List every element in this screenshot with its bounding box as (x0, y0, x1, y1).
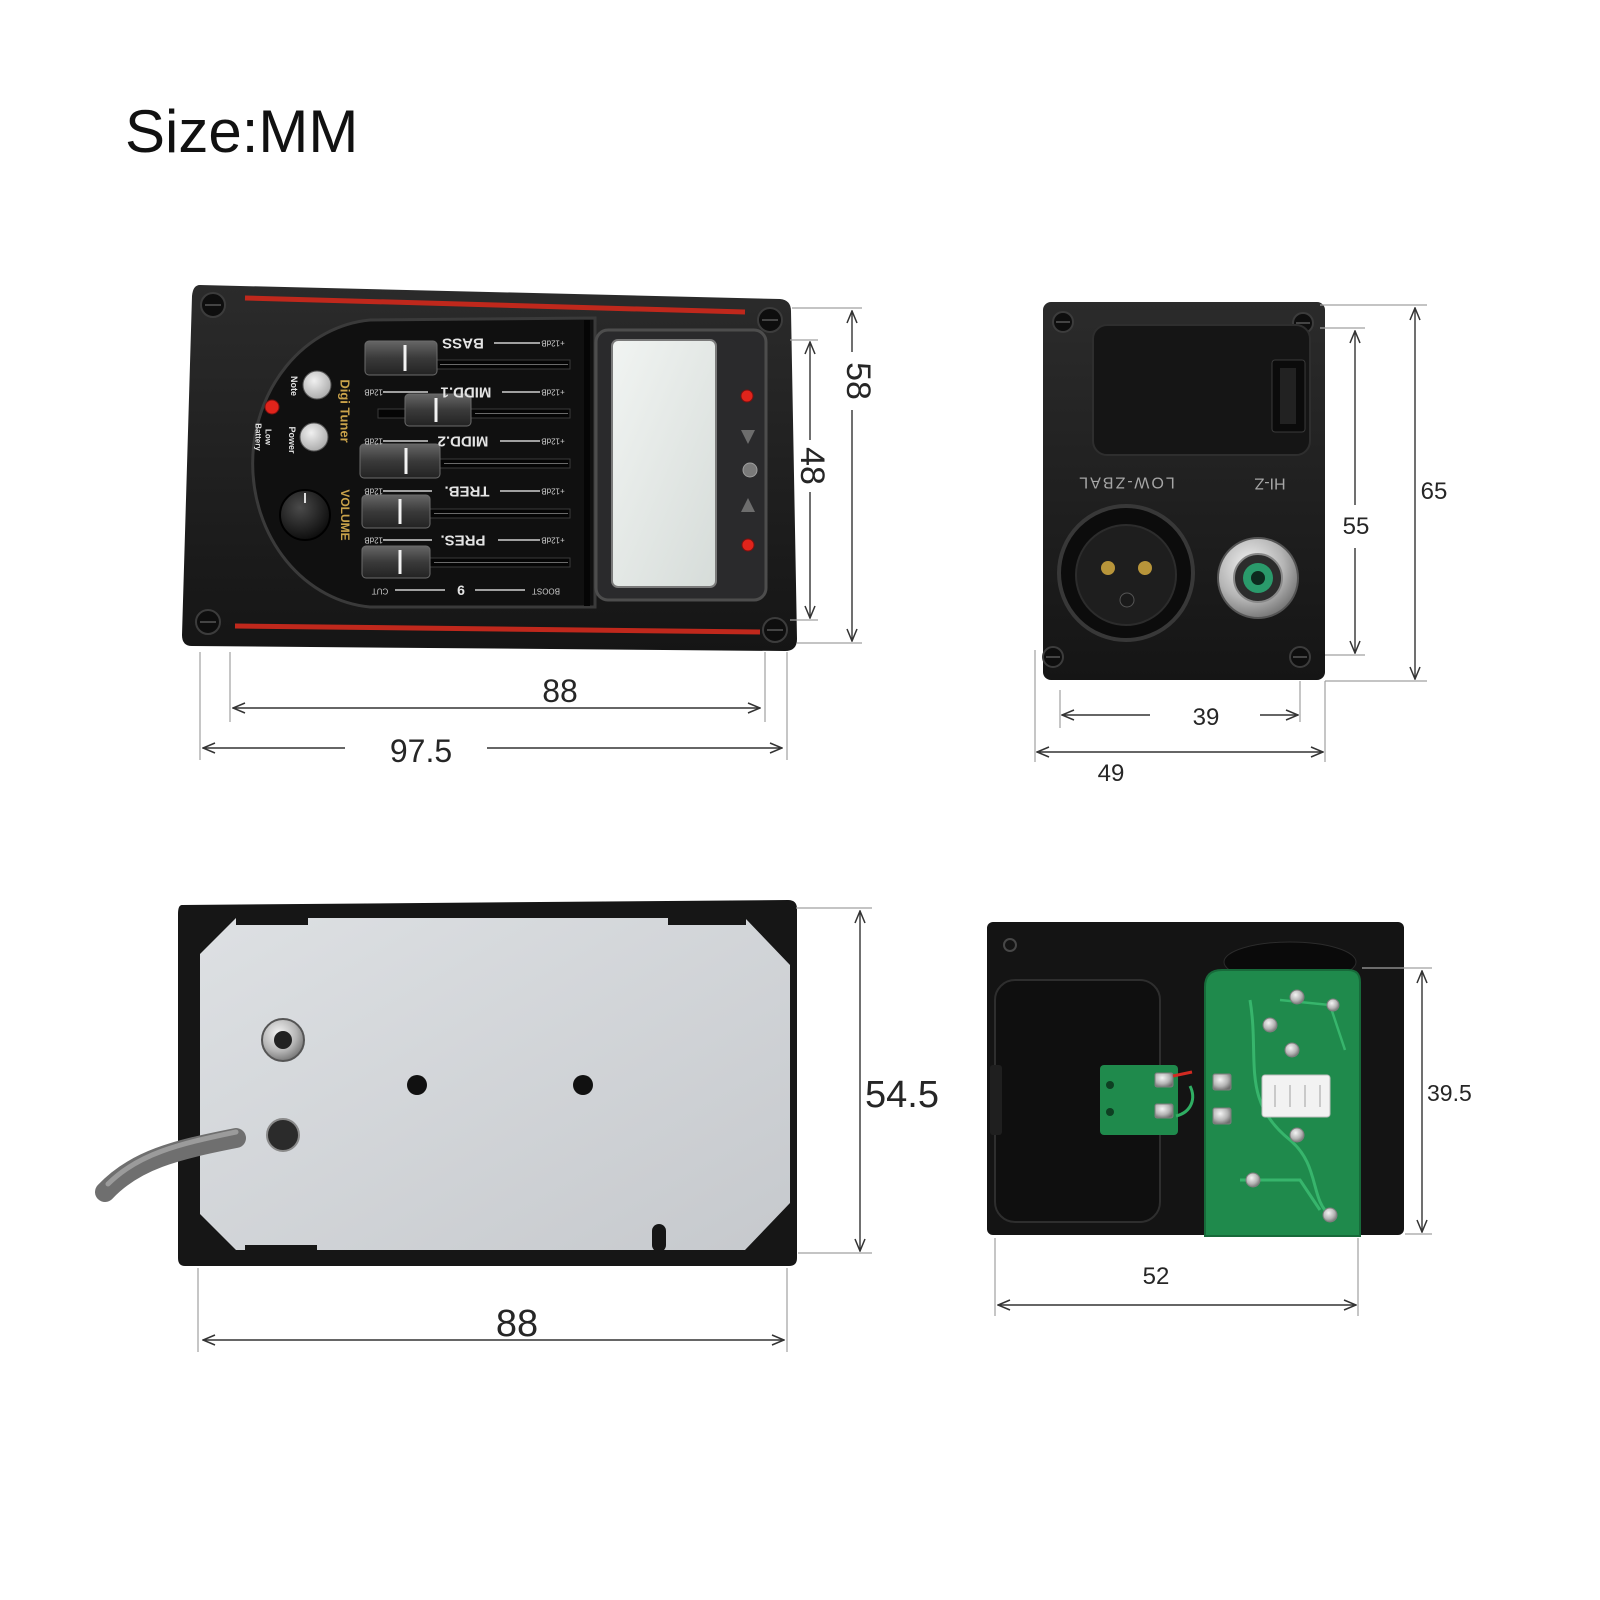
screw-icon (757, 307, 783, 333)
slider-row-treb: TREB. -12dB +12dB (361, 483, 571, 529)
frame-tab (236, 905, 308, 925)
front-outer-height-label: 58 (839, 362, 877, 400)
jack-outer-height-label: 65 (1421, 478, 1448, 505)
battery-box-width-label: 52 (1143, 1263, 1170, 1290)
jack-inner-height-label: 55 (1343, 513, 1370, 540)
cut-label: CUT (372, 587, 389, 596)
red-trim-top (244, 295, 746, 315)
screw-icon (195, 609, 221, 635)
boost-label: BOOST (532, 587, 560, 596)
power-label: Power (287, 426, 297, 454)
back-panel-view (95, 900, 797, 1266)
triangle-up-icon (741, 498, 755, 512)
low-battery-label-line1: Low (264, 429, 273, 446)
bass-slider-knob (364, 340, 438, 376)
battery-door-latch (1271, 359, 1306, 433)
mounting-hole (573, 1075, 593, 1095)
mounting-hole (407, 1075, 427, 1095)
battery-door (1092, 324, 1311, 456)
hi-z-label: HI-Z (1254, 475, 1285, 492)
tuner-lcd-screen (611, 339, 717, 588)
midd1-slider-knob (404, 393, 472, 427)
db-plus-label: +12dB (541, 536, 564, 545)
front-panel-view: Note Power Low Battery Digi Tuner VOLUME… (182, 285, 797, 651)
low-battery-led (264, 399, 280, 415)
battery-box-back-view (987, 922, 1404, 1237)
front-inner-width-label: 88 (542, 673, 578, 709)
back-width-label: 88 (496, 1303, 538, 1345)
flat-led-icon (740, 389, 754, 403)
battery-holder-lip (990, 1065, 1002, 1135)
battery-box-height-label: 39.5 (1427, 1080, 1472, 1106)
cable-hole (266, 1118, 300, 1152)
db-plus-label: +12dB (541, 437, 564, 446)
slider-label: MIDD.1 (441, 384, 492, 401)
sharp-led-icon (741, 538, 755, 552)
screw-icon (1052, 311, 1074, 333)
slider-label: PRES. (440, 532, 485, 549)
db-minus-label: -12dB (364, 487, 385, 496)
back-mounting-plate (200, 918, 790, 1250)
slider-row-midd1: MIDD.1 -12dB +12dB (364, 384, 571, 427)
back-panel-dimensions: 54.5 88 (197, 907, 939, 1352)
db-minus-label: -12dB (364, 536, 385, 545)
power-button (299, 422, 329, 452)
volume-knob (279, 489, 331, 541)
front-inner-height-label: 48 (793, 447, 831, 485)
slider-row-midd2: MIDD.2 -12dB +12dB (359, 433, 571, 479)
slider-row-bass: BASS +12dB (364, 335, 571, 376)
db-plus-label: +12dB (541, 339, 564, 348)
jack-panel-view: HI-Z LOW-ZBAL (1042, 302, 1325, 680)
front-panel-dimensions: 88 97.5 58 48 (199, 307, 877, 769)
xlr-jack-icon (1057, 504, 1195, 642)
front-outer-width-label: 97.5 (390, 733, 452, 769)
jack-outer-width-label: 49 (1098, 760, 1125, 787)
note-label: Note (289, 376, 299, 396)
plate-notch (652, 1224, 666, 1252)
slider-label: MIDD.2 (438, 433, 489, 450)
boost-cut-row: 6 BOOST CUT (372, 582, 560, 598)
bottom-row-label: 6 (457, 582, 465, 598)
slider-row-pres: PRES. -12dB +12dB (361, 532, 571, 579)
low-z-label: LOW-ZBAL (1077, 474, 1175, 491)
page-title: Size:MM (125, 98, 358, 165)
tuner-label: Digi Tuner (338, 379, 353, 442)
slider-divider (584, 320, 590, 606)
pres-slider-knob (361, 545, 431, 579)
preamp-circuit-board (1204, 969, 1361, 1237)
connector-header (1261, 1074, 1331, 1118)
midd2-slider-knob (359, 443, 441, 479)
db-plus-label: +12dB (541, 487, 564, 496)
red-trim-bottom (234, 623, 761, 635)
note-button (302, 370, 332, 400)
mounting-hole (1003, 938, 1017, 952)
db-minus-label: -12dB (364, 437, 385, 446)
in-tune-indicator-icon (742, 462, 758, 478)
volume-label: VOLUME (338, 489, 352, 540)
quarter-inch-jack-icon (1217, 537, 1299, 619)
low-battery-label-line2: Battery (254, 423, 263, 451)
battery-contact-board (1100, 1065, 1195, 1135)
treb-slider-knob (361, 494, 431, 529)
slider-label: BASS (442, 335, 484, 352)
db-minus-label: -12dB (364, 388, 385, 397)
screw-icon (200, 292, 226, 318)
frame-tab (668, 905, 746, 925)
triangle-down-icon (741, 430, 755, 444)
jack-panel-dimensions: 65 55 39 49 (1034, 304, 1448, 787)
jack-inner-width-label: 39 (1193, 704, 1220, 731)
frame-tab (245, 1245, 317, 1263)
slider-label: TREB. (445, 483, 490, 500)
db-plus-label: +12dB (541, 388, 564, 397)
screw-icon (1289, 646, 1311, 668)
cable-icon (95, 1128, 246, 1202)
screw-icon (1042, 646, 1064, 668)
output-jack-icon (261, 1018, 305, 1062)
battery-box-dimensions: 39.5 52 (994, 967, 1472, 1316)
back-height-label: 54.5 (865, 1074, 939, 1116)
screw-icon (762, 617, 788, 643)
